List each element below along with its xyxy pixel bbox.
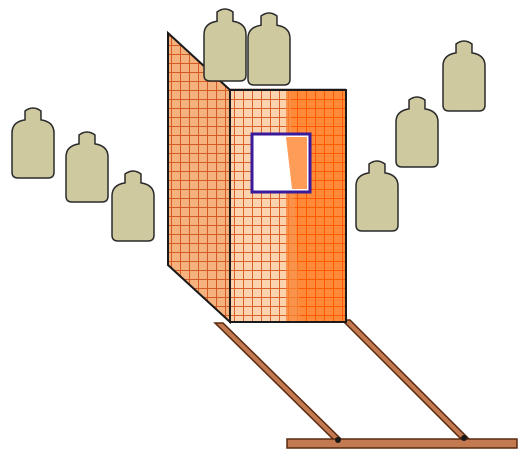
- rail-left-diagonal: [213, 322, 344, 441]
- silhouette-target-icon: [111, 170, 155, 242]
- window-port-outline: [250, 132, 312, 194]
- rail-joint-right: [461, 435, 467, 441]
- front-targets: [11, 8, 486, 242]
- silhouette-target-icon: [65, 131, 109, 203]
- rail-horizontal: [286, 438, 518, 449]
- barricade-front-outline: [229, 89, 347, 323]
- rail-right-diagonal: [340, 319, 470, 439]
- mesh-barricade: [167, 30, 347, 325]
- silhouette-target-icon: [203, 8, 247, 82]
- silhouette-target-icon: [442, 40, 486, 112]
- barricade-front-panel: [230, 90, 286, 322]
- silhouette-target-icon: [395, 96, 439, 168]
- silhouette-target-icon: [11, 107, 55, 179]
- ground-rails: [213, 319, 518, 449]
- silhouette-target-icon: [355, 160, 399, 232]
- window-port-shade: [286, 137, 307, 189]
- silhouette-target-icon: [247, 12, 291, 86]
- rail-joint-left: [335, 437, 341, 443]
